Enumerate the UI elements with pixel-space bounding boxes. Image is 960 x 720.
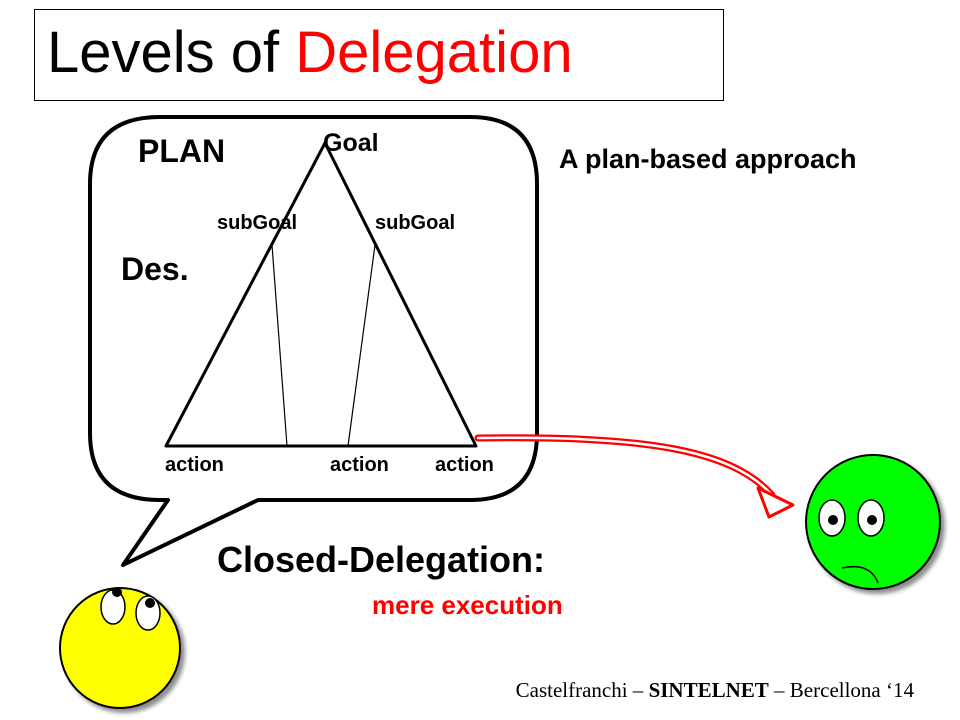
decomposition-line-right <box>347 244 376 447</box>
des-label: Des. <box>121 251 189 287</box>
footer-author: Castelfranchi – <box>515 678 649 702</box>
decomposition-line-left <box>271 244 288 447</box>
approach-label: A plan-based approach <box>559 144 857 174</box>
delegatee-pupil-left <box>828 515 838 525</box>
delegator-eye-left <box>100 589 126 625</box>
delegatee-pupil-right <box>867 515 877 525</box>
speech-bubble <box>88 115 539 567</box>
delegation-title: Closed-Delegation: <box>217 539 546 580</box>
slide-title: Levels of Delegation <box>47 24 573 82</box>
action-label-1: action <box>165 454 224 476</box>
title-box: Levels of Delegation <box>34 9 724 101</box>
footer-project: SINTELNET <box>648 678 769 702</box>
plan-label: PLAN <box>138 133 226 169</box>
delegator-pupil-right <box>145 598 155 608</box>
action-label-3: action <box>435 454 494 476</box>
delegation-subtitle: mere execution <box>372 590 563 620</box>
title-accent: Delegation <box>295 20 573 85</box>
title-prefix: Levels of <box>47 20 296 85</box>
delegator-pupil-left <box>112 587 122 597</box>
subgoal-left-label: subGoal <box>217 212 298 234</box>
subgoal-right-label: subGoal <box>375 212 456 234</box>
footer-rest: – Bercellona ‘14 <box>768 678 914 702</box>
footer-credit: Castelfranchi – SINTELNET – Bercellona ‘… <box>516 678 914 703</box>
delegation-arrow <box>474 434 795 519</box>
plan-triangle <box>164 141 478 448</box>
action-label-2: action <box>330 454 389 476</box>
goal-label: Goal <box>323 129 379 157</box>
delegatee-mouth <box>841 565 879 584</box>
